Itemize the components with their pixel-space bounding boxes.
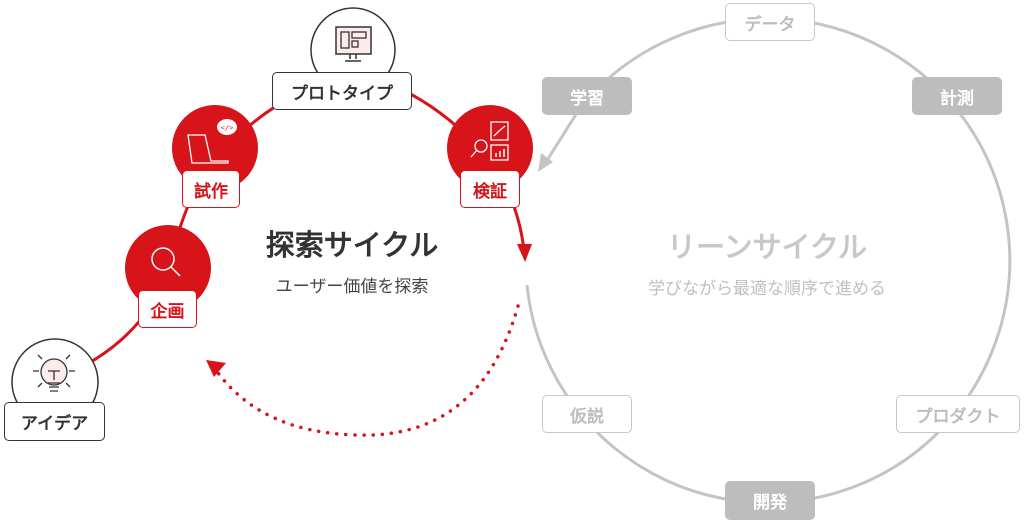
lean-step-learn: 学習 <box>542 77 632 115</box>
feedback-dotted-path <box>214 304 520 437</box>
magnifier-icon <box>125 225 211 311</box>
lean-step-product: プロダクト <box>896 395 1020 433</box>
analytics-icon <box>447 105 533 191</box>
lean-cycle-title: リーンサイクル <box>666 230 868 264</box>
lean-cycle-arrowhead <box>538 153 553 172</box>
laptop-code-icon: </> <box>172 105 258 191</box>
explore-cycle-title: 探索サイクル <box>265 228 439 262</box>
lean-step-measure: 計測 <box>912 77 1002 115</box>
lean-step-build: 開発 <box>725 481 815 520</box>
step-prototype: プロトタイプ <box>272 72 412 110</box>
feedback-arrowhead <box>206 360 226 377</box>
lean-cycle-subtitle: 学びながら最適な順序で進める <box>648 279 886 299</box>
lean-step-data: データ <box>725 3 815 41</box>
step-verify: 検証 <box>460 170 520 208</box>
monitor-icon <box>310 7 396 93</box>
explore-arrowhead <box>517 244 532 262</box>
step-plan: 企画 <box>138 290 197 328</box>
step-idea: アイデア <box>4 402 105 441</box>
lean-step-hypothesis: 仮説 <box>542 395 632 433</box>
step-build: 試作 <box>182 170 240 208</box>
svg-text:</>: </> <box>221 124 234 132</box>
explore-cycle-subtitle: ユーザー価値を探索 <box>275 277 429 297</box>
